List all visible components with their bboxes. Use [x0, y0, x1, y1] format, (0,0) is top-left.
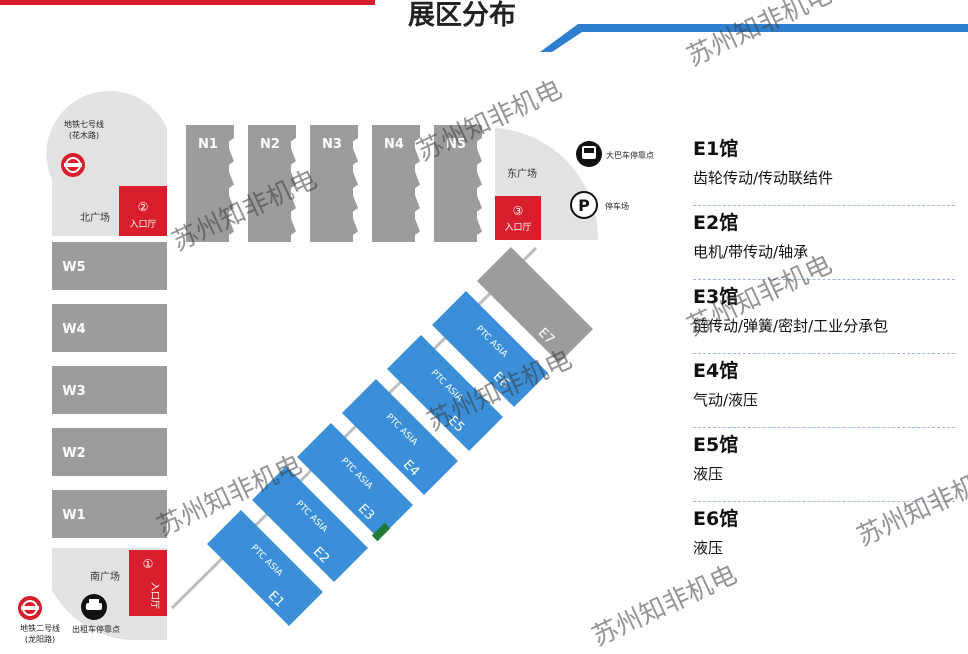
entrance-3[interactable]: [495, 196, 541, 240]
hall-label-w4: W4: [62, 322, 85, 337]
legend-hall-name: E1馆: [693, 138, 739, 160]
legend-hall-name: E3馆: [693, 286, 739, 308]
parking-label: 停车场: [605, 201, 629, 211]
hall-label-w2: W2: [62, 446, 85, 461]
metro-line7-label: 地铁七号线: [64, 119, 104, 129]
hall-w3[interactable]: [52, 366, 167, 414]
hall-label-w1: W1: [62, 508, 85, 523]
hall-shape: [297, 423, 413, 539]
north-plaza-label: 北广场: [80, 211, 110, 224]
hall-shape: [252, 466, 368, 582]
legend-item-e4: E4馆 气动/液压: [693, 354, 955, 428]
hall-w4[interactable]: [52, 304, 167, 352]
hall-label-w5: W5: [62, 260, 85, 275]
page-title: 展区分布: [408, 0, 516, 31]
taxi-icon: [81, 594, 107, 620]
entrance-1-label: 入口厅: [149, 582, 160, 609]
bus-icon: [576, 141, 602, 167]
hall-legend: E1馆 齿轮传动/传动联结件 E2馆 电机/带传动/轴承 E3馆 链传动/弹簧/…: [693, 132, 955, 576]
legend-hall-desc: 液压: [693, 465, 724, 483]
legend-item-e6: E6馆 液压: [693, 502, 955, 576]
top-blue-stripe: [540, 24, 968, 52]
hall-e7[interactable]: E7: [477, 247, 593, 363]
parking-icon: P: [570, 191, 598, 219]
legend-hall-name: E4馆: [693, 360, 739, 382]
svg-text:P: P: [578, 196, 590, 215]
north-halls: N1 N2 N3 N4 N5: [186, 125, 482, 242]
hall-shape: [207, 510, 323, 626]
metro-icon-2: [18, 596, 42, 620]
hall-label-w3: W3: [62, 384, 85, 399]
legend-hall-desc: 电机/带传动/轴承: [693, 243, 809, 261]
legend-item-e1: E1馆 齿轮传动/传动联结件: [693, 132, 955, 206]
entrance-2-number: ②: [138, 200, 149, 214]
legend-hall-desc: 气动/液压: [693, 391, 759, 409]
bus-stop-label: 大巴车停靠点: [606, 150, 654, 160]
metro-icon: [61, 153, 85, 177]
entrance-2[interactable]: [119, 186, 167, 236]
legend-hall-name: E5馆: [693, 434, 739, 456]
hall-shape: [342, 379, 458, 495]
legend-item-e5: E5馆 液压: [693, 428, 955, 502]
entrance-1[interactable]: [129, 550, 167, 616]
south-plaza-label: 南广场: [90, 570, 120, 583]
hall-n4[interactable]: [372, 125, 420, 242]
hall-shape: [387, 335, 503, 451]
legend-hall-name: E6馆: [693, 508, 739, 530]
hall-label-n5: N5: [446, 137, 466, 152]
legend-hall-desc: 齿轮传动/传动联结件: [693, 169, 834, 187]
hall-w1[interactable]: [52, 490, 167, 538]
hall-shape: [432, 291, 548, 407]
legend-hall-desc: 液压: [693, 539, 724, 557]
entrance-2-label: 入口厅: [129, 219, 156, 230]
hall-label-n2: N2: [260, 137, 280, 152]
legend-item-e2: E2馆 电机/带传动/轴承: [693, 206, 955, 280]
hall-label-n1: N1: [198, 137, 218, 152]
hall-n5[interactable]: [434, 125, 482, 242]
legend-hall-desc: 链传动/弹簧/密封/工业分承包: [693, 317, 889, 335]
legend-hall-name: E2馆: [693, 212, 739, 234]
east-plaza-label: 东广场: [507, 167, 537, 180]
green-marker: [371, 522, 391, 542]
hall-w5[interactable]: [52, 242, 167, 290]
metro-line2-label: 地铁二号线: [20, 623, 60, 633]
hall-shape: [477, 247, 593, 363]
top-red-stripe: [0, 0, 375, 5]
entrance-3-number: ③: [513, 204, 524, 218]
hall-label-n3: N3: [322, 137, 342, 152]
legend-item-e3: E3馆 链传动/弹簧/密封/工业分承包: [693, 280, 955, 354]
metro-line7-station: (花木路): [69, 130, 99, 140]
hall-n2[interactable]: [248, 125, 296, 242]
entrance-1-number: ①: [143, 557, 154, 571]
hall-n1[interactable]: [186, 125, 234, 242]
hall-w2[interactable]: [52, 428, 167, 476]
hall-label-n4: N4: [384, 137, 404, 152]
metro-line2-station: (龙阳路): [25, 634, 55, 644]
hall-n3[interactable]: [310, 125, 358, 242]
entrance-3-label: 入口厅: [504, 222, 531, 233]
taxi-stop-label: 出租车停靠点: [72, 624, 120, 634]
